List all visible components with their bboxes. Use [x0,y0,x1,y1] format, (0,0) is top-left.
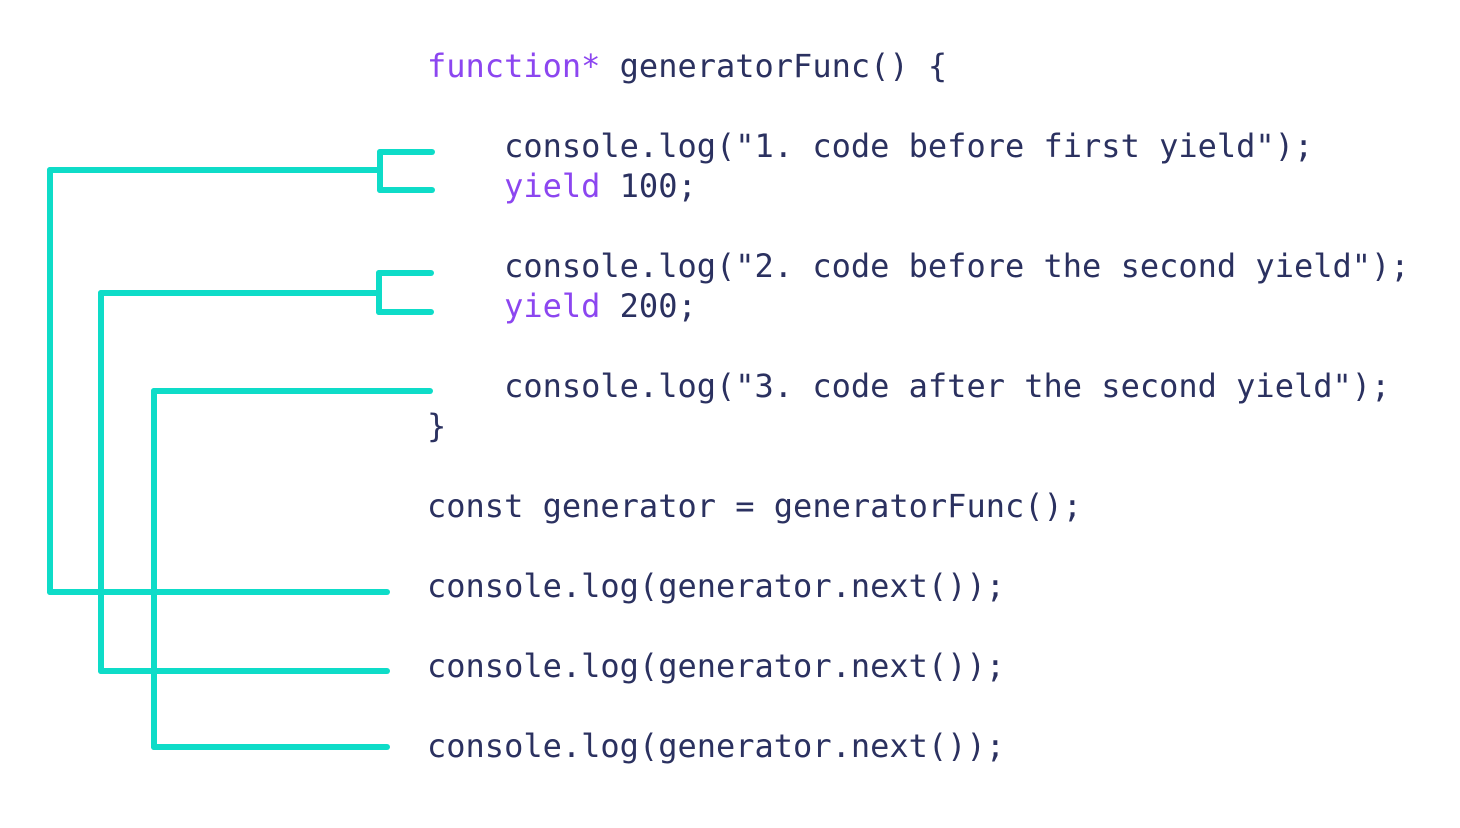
code-text-generator-func-signature: generatorFunc() { [600,47,948,85]
blank-line [427,446,1410,486]
connector-3-top-horizontal [151,388,433,394]
code-text-const-generator: const generator = generatorFunc(); [427,487,1083,525]
code-text-next-call-1: console.log(generator.next()); [427,567,1005,605]
connector-3-left-vertical [151,388,157,750]
code-line-first-next-call: console.log(generator.next()); [427,566,1410,606]
code-line-function-declaration: function* generatorFunc() { [427,46,1410,86]
connector-1-bracket-bottom-stub [377,187,435,193]
code-line-const-generator: const generator = generatorFunc(); [427,486,1410,526]
code-text-closing-brace: } [427,407,447,445]
code-indent [427,167,504,205]
code-line-log-before-first-yield: console.log("1. code before first yield"… [427,126,1410,166]
code-line-log-before-second-yield: console.log("2. code before the second y… [427,246,1410,286]
connector-2-bottom-horizontal [98,668,390,674]
code-text-next-call-3: console.log(generator.next()); [427,727,1005,765]
code-line-closing-brace: } [427,406,1410,446]
code-line-third-next-call: console.log(generator.next()); [427,726,1410,766]
keyword-function-star: function* [427,47,601,85]
connector-3-bottom-horizontal [151,744,390,750]
code-line-log-after-second-yield: console.log("3. code after the second yi… [427,366,1410,406]
connector-1-mid-horizontal [47,167,383,173]
connector-2-bracket-bottom-stub [376,309,434,315]
connector-1-bottom-horizontal [47,589,390,595]
code-text-log-1: console.log("1. code before first yield"… [427,127,1314,165]
keyword-yield-1: yield [504,167,601,205]
code-text-yield-100-value: 100; [600,167,697,205]
connector-2-mid-horizontal [98,290,382,296]
connector-2-left-vertical [98,290,104,674]
code-line-yield-200: yield 200; [427,286,1410,326]
code-text-log-3: console.log("3. code after the second yi… [427,367,1391,405]
code-text-yield-200-value: 200; [600,287,697,325]
code-line-yield-100: yield 100; [427,166,1410,206]
code-block: function* generatorFunc() { console.log(… [427,46,1410,766]
connector-1-left-vertical [47,167,53,595]
code-indent [427,287,504,325]
connector-2-bracket-top-stub [376,270,434,276]
blank-line [427,326,1410,366]
blank-line [427,206,1410,246]
blank-line [427,86,1410,126]
code-text-next-call-2: console.log(generator.next()); [427,647,1005,685]
blank-line [427,526,1410,566]
blank-line [427,686,1410,726]
code-line-second-next-call: console.log(generator.next()); [427,646,1410,686]
connector-1-bracket-top-stub [377,149,435,155]
keyword-yield-2: yield [504,287,601,325]
blank-line [427,606,1410,646]
code-text-log-2: console.log("2. code before the second y… [427,247,1410,285]
